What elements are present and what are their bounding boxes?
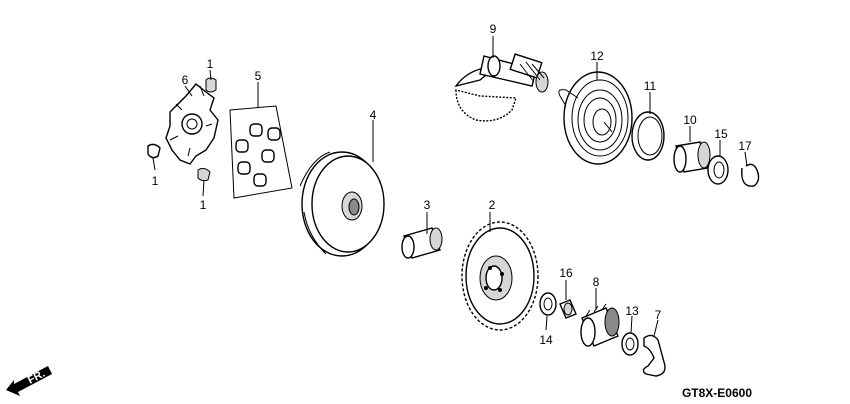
slider-piece-top bbox=[205, 77, 217, 93]
callout-2: 2 bbox=[489, 198, 496, 212]
callout-9: 9 bbox=[490, 22, 497, 36]
callout-1-left: 1 bbox=[152, 174, 159, 188]
slider-piece-left bbox=[147, 143, 161, 159]
leader-lines bbox=[152, 36, 748, 337]
drive-pulley-face bbox=[299, 151, 385, 257]
callout-5: 5 bbox=[255, 69, 262, 83]
callout-8: 8 bbox=[593, 275, 600, 289]
front-direction-arrow: FR. bbox=[6, 366, 52, 396]
callout-14: 14 bbox=[539, 333, 553, 347]
spring-collar bbox=[631, 111, 665, 161]
callout-15: 15 bbox=[714, 127, 728, 141]
callout-1-bottom: 1 bbox=[200, 198, 207, 212]
callout-17: 17 bbox=[738, 139, 752, 153]
pinion-washer bbox=[539, 292, 557, 316]
callout-13: 13 bbox=[625, 304, 639, 318]
slider-piece-bottom bbox=[197, 167, 211, 182]
ramp-plate bbox=[165, 83, 219, 165]
pinion-holder-spring bbox=[642, 334, 666, 377]
pinion-spacer bbox=[559, 299, 577, 319]
circlip bbox=[741, 163, 760, 187]
pinion-outer-washer bbox=[621, 332, 639, 356]
callout-1-top: 1 bbox=[207, 57, 214, 71]
callout-10: 10 bbox=[683, 113, 697, 127]
diagram-code: GT8X-E0600 bbox=[682, 386, 752, 400]
kick-starter-spindle bbox=[454, 53, 549, 122]
starter-pinion bbox=[580, 303, 620, 347]
callout-6: 6 bbox=[182, 73, 189, 87]
weight-roller-set bbox=[229, 105, 293, 199]
thrust-washer bbox=[707, 155, 729, 185]
callout-11: 11 bbox=[644, 79, 657, 93]
kick-return-spring bbox=[558, 71, 633, 165]
callout-3: 3 bbox=[424, 198, 431, 212]
drive-collar bbox=[401, 227, 443, 259]
kick-bushing bbox=[673, 141, 711, 173]
starter-driven-gear bbox=[461, 221, 539, 331]
callout-labels: 1 1 1 2 3 4 5 6 7 8 9 10 11 12 13 14 15 … bbox=[152, 22, 752, 347]
callout-16: 16 bbox=[559, 266, 573, 280]
callout-12: 12 bbox=[590, 49, 604, 63]
callout-4: 4 bbox=[370, 108, 377, 122]
callout-7: 7 bbox=[655, 308, 662, 322]
